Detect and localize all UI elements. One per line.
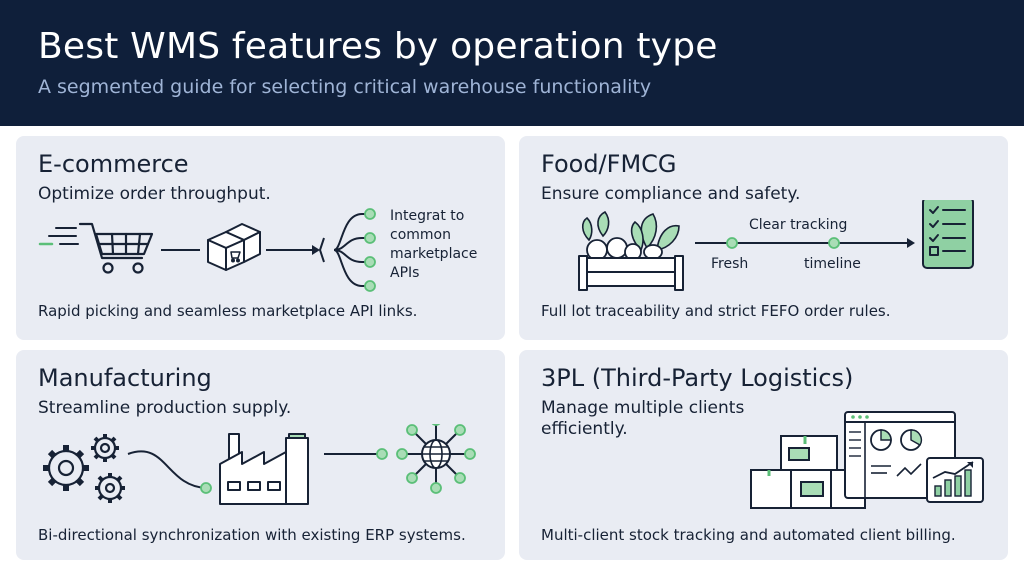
page-title: Best WMS features by operation type: [38, 26, 718, 67]
card-food-fmcg: Food/FMCG Ensure compliance and safety.: [519, 136, 1008, 340]
card-subtitle-3pl-line2: efficiently.: [541, 419, 628, 439]
card-title-ecommerce: E-commerce: [38, 150, 189, 178]
manufacturing-diagram: [43, 424, 476, 505]
card-3pl: 3PL (Third-Party Logistics) Manage multi…: [519, 350, 1008, 560]
card-subtitle-food: Ensure compliance and safety.: [541, 184, 801, 204]
card-subtitle-3pl-line1: Manage multiple clients: [541, 398, 745, 418]
ecommerce-diagram-text-3: marketplace: [390, 246, 477, 262]
card-subtitle-manufacturing: Streamline production supply.: [38, 398, 292, 418]
card-manufacturing: Manufacturing Streamline production supp…: [16, 350, 505, 560]
card-footer-food: Full lot traceability and strict FEFO or…: [541, 302, 891, 320]
package-box-icon: [207, 223, 261, 271]
checklist-icon: [922, 200, 974, 269]
header-banner: Best WMS features by operation type A se…: [0, 0, 1024, 126]
3pl-diagram: [750, 411, 984, 509]
card-title-3pl: 3PL (Third-Party Logistics): [541, 364, 854, 392]
food-label-timeline: timeline: [804, 256, 861, 272]
card-footer-manufacturing: Bi-directional synchronization with exis…: [38, 526, 466, 544]
card-title-food: Food/FMCG: [541, 150, 677, 178]
gears-icon: [43, 434, 125, 503]
food-label-clear-tracking: Clear tracking: [749, 217, 847, 233]
food-diagram: Clear tracking Fresh timeline: [578, 200, 974, 291]
page-subtitle: A segmented guide for selecting critical…: [38, 76, 652, 98]
card-ecommerce: E-commerce Optimize order throughput.: [16, 136, 505, 340]
ecommerce-diagram: Integrat to common marketplace APIs: [38, 208, 477, 292]
branch-connector-icon: [318, 213, 366, 287]
produce-crate-icon: [578, 210, 684, 291]
card-footer-3pl: Multi-client stock tracking and automate…: [541, 526, 956, 544]
ecommerce-diagram-text-1: Integrat to: [390, 208, 464, 224]
food-label-fresh: Fresh: [711, 256, 748, 272]
card-subtitle-ecommerce: Optimize order throughput.: [38, 184, 271, 204]
ecommerce-diagram-text-2: common: [390, 227, 451, 243]
card-footer-ecommerce: Rapid picking and seamless marketplace A…: [38, 302, 418, 320]
factory-icon: [219, 433, 309, 505]
shopping-cart-icon: [78, 222, 154, 274]
card-title-manufacturing: Manufacturing: [38, 364, 212, 392]
growth-chart-icon: [926, 457, 984, 503]
network-globe-icon: [396, 424, 476, 494]
ecommerce-diagram-text-4: APIs: [390, 265, 419, 281]
